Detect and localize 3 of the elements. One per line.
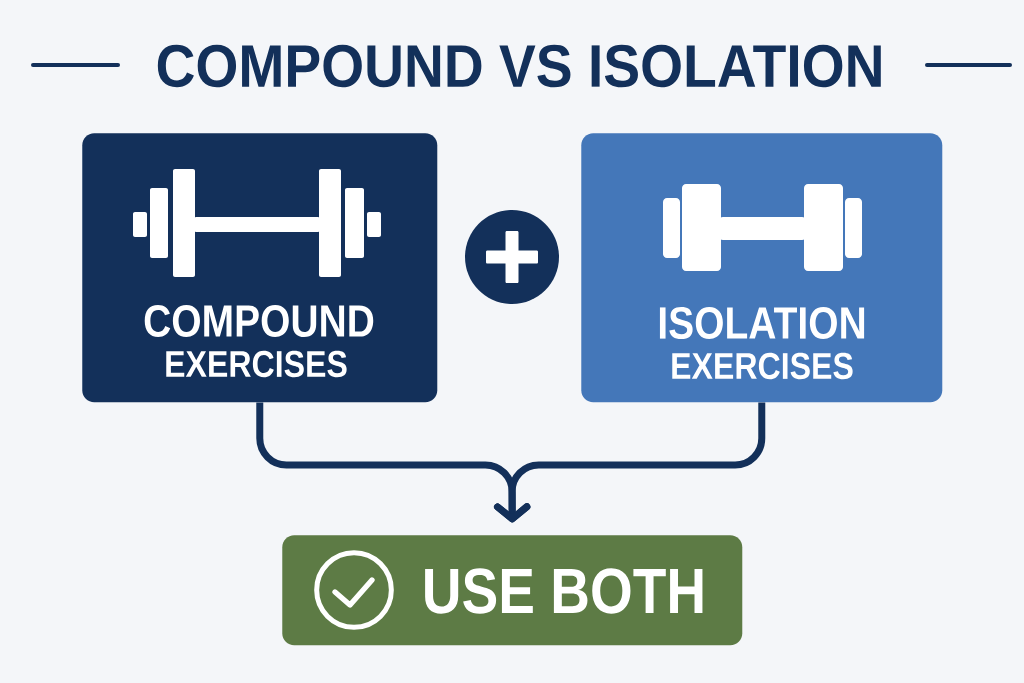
- connector-arrow: [494, 402, 766, 523]
- result-box: USE BOTH: [282, 535, 743, 646]
- title: COMPOUND VS ISOLATION: [157, 44, 881, 88]
